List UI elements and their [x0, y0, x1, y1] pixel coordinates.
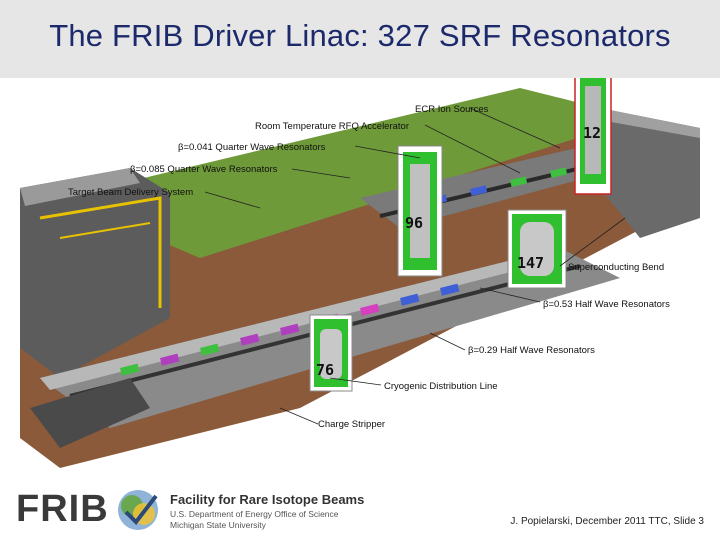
label-bend: Superconducting Bend — [568, 262, 665, 273]
hwr053-cavity — [309, 314, 353, 392]
label-target: Target Beam Delivery System — [68, 187, 194, 198]
count-hwr029: 147 — [517, 254, 545, 272]
target-building — [20, 168, 170, 378]
label-qwr041: β=0.041 Quarter Wave Resonators — [178, 142, 326, 153]
label-cryo: Cryogenic Distribution Line — [384, 381, 498, 392]
count-qwr085: 96 — [405, 214, 424, 232]
org-line-1: U.S. Department of Energy Office of Scie… — [170, 509, 339, 519]
hwr029-cavity — [507, 209, 567, 289]
count-hwr053: 76 — [316, 361, 335, 379]
label-ecr: ECR Ion Sources — [415, 104, 489, 115]
qwr041-cavity — [574, 78, 612, 195]
frib-logo-text: FRIB — [16, 488, 109, 530]
frib-emblem-icon — [118, 490, 158, 530]
org-title: Facility for Rare Isotope Beams — [170, 492, 365, 507]
slide-credit: J. Popielarski, December 2011 TTC, Slide… — [510, 516, 704, 527]
label-stripper: Charge Stripper — [318, 419, 386, 430]
label-rfq: Room Temperature RFQ Accelerator — [255, 121, 409, 132]
title-bar — [0, 0, 720, 78]
front-end-building — [600, 108, 700, 238]
label-hwr053: β=0.53 Half Wave Resonators — [543, 299, 670, 310]
stripper-area — [30, 378, 150, 448]
org-line-2: Michigan State University — [170, 520, 266, 530]
label-qwr085: β=0.085 Quarter Wave Resonators — [130, 164, 278, 175]
slide-title: The FRIB Driver Linac: 327 SRF Resonator… — [49, 18, 671, 53]
count-qwr041: 12 — [583, 124, 602, 142]
label-hwr029: β=0.29 Half Wave Resonators — [468, 345, 595, 356]
grass-surface — [60, 88, 640, 258]
qwr085-cavity — [397, 145, 443, 277]
linac-illustration — [20, 78, 700, 468]
